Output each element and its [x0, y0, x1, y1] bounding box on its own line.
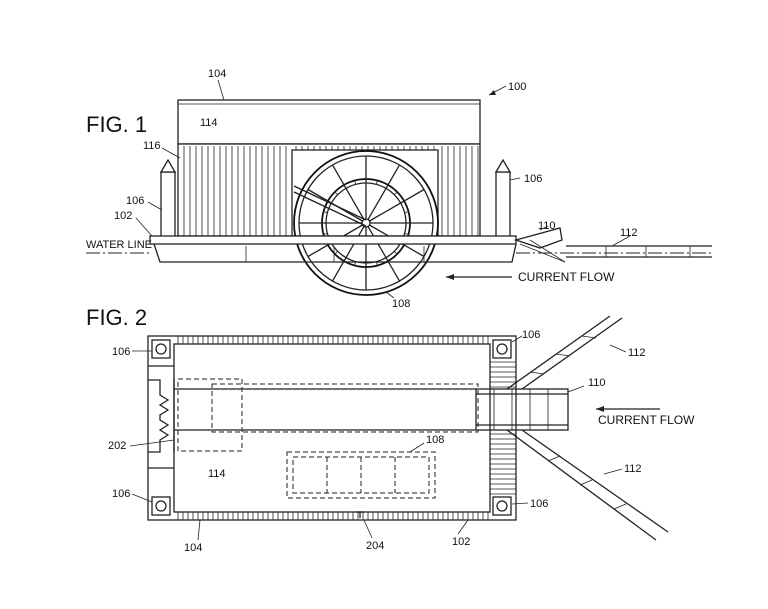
fig2-wheel-footprint	[286, 451, 436, 499]
fig1-post-left	[159, 158, 177, 239]
fig1-label-roof-panel: 114	[200, 117, 218, 129]
fig2-label-current-flow: CURRENT FLOW	[598, 413, 695, 427]
fig2-current-arrow	[596, 406, 660, 412]
fig1-deck	[149, 235, 517, 245]
fig2-title: FIG. 2	[86, 305, 147, 330]
fig1-label-water-line: WATER LINE	[86, 239, 152, 251]
fig1-label-assembly: 100	[508, 81, 526, 93]
fig1-label-wall: 116	[143, 140, 161, 152]
fig1-post-right	[494, 158, 512, 239]
fig2-flow-channel	[174, 378, 479, 452]
fig2-label-funnel: 110	[588, 377, 606, 389]
fig2-label-deck: 114	[208, 468, 226, 480]
fig1-label-wheel: 108	[392, 298, 410, 310]
fig2-label-float: 102	[452, 536, 470, 548]
fig2-label-post-br: 106	[530, 498, 548, 510]
fig2-post-bl	[151, 496, 171, 516]
fig2-hull	[147, 335, 517, 521]
fig2-post-tl	[151, 339, 171, 359]
fig2-hatch-bottom	[177, 512, 489, 520]
fig2-label-wheel: 108	[426, 434, 444, 446]
fig1-label-roof: 104	[208, 68, 226, 80]
fig2-hatch-right	[490, 361, 516, 495]
fig2-hatch-top	[177, 336, 489, 344]
fig2-label-post-tl: 106	[112, 346, 130, 358]
fig2-label-inlet: 202	[108, 440, 126, 452]
fig2-label-channel-bottom: 112	[624, 463, 642, 475]
fig2-label-channel-top: 112	[628, 347, 646, 359]
fig1-funnel	[513, 227, 563, 249]
fig2-label-post-bl: 106	[112, 488, 130, 500]
fig2-label-roof: 104	[184, 542, 202, 554]
fig2-label-post-tr: 106	[522, 329, 540, 341]
fig1-wheel-opening	[291, 149, 439, 237]
fig1-label-funnel: 110	[538, 220, 556, 232]
fig1-channel	[566, 245, 712, 258]
fig2-channel-bottom	[506, 429, 669, 541]
fig1-roof	[177, 99, 481, 145]
fig1-label-post-left: 106	[126, 195, 144, 207]
fig2-post-tr	[492, 339, 512, 359]
fig1-label-post-right: 106	[524, 173, 542, 185]
fig1-current-arrow	[446, 274, 512, 280]
fig1-float	[153, 243, 517, 263]
fig1-label-channel: 112	[620, 227, 638, 239]
fig2-label-hull: 204	[366, 540, 384, 552]
fig1: FIG. 1	[86, 68, 712, 310]
fig1-label-float: 102	[114, 210, 132, 222]
fig2-bow	[148, 379, 170, 453]
fig2-post-br	[492, 496, 512, 516]
fig1-siding	[183, 146, 479, 236]
fig2-channel-top	[506, 315, 623, 390]
fig2: FIG. 2	[86, 305, 695, 554]
fig1-title: FIG. 1	[86, 112, 147, 137]
fig1-label-current-flow: CURRENT FLOW	[518, 270, 615, 284]
